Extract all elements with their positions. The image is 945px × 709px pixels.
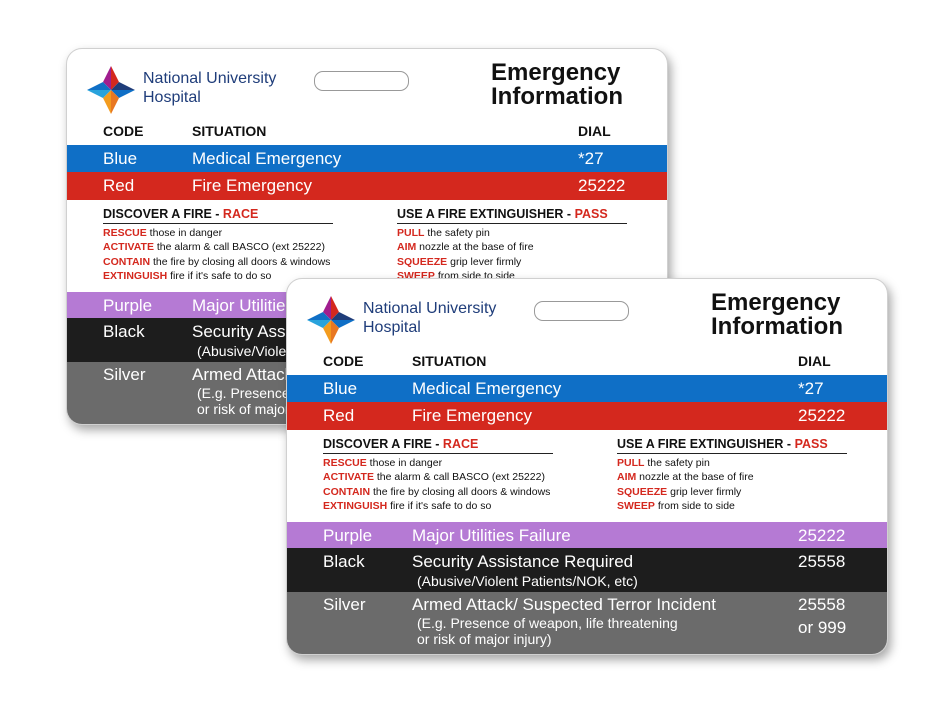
code-name: Blue: [323, 379, 358, 398]
hospital-name: National University Hospital: [363, 299, 496, 337]
code-dial: 25558: [798, 552, 846, 571]
pass-heading: USE A FIRE EXTINGUISHER - PASS: [617, 437, 828, 451]
code-dial: 25222: [578, 176, 626, 195]
code-situation: Fire Emergency: [412, 406, 532, 425]
code-name: Black: [323, 552, 365, 571]
code-dial: 25222: [798, 526, 846, 545]
pass-step: PULL the safety pin: [397, 226, 490, 239]
code-situation: Major Utilities Failure: [412, 526, 571, 545]
code-note: or risk of major injury): [417, 631, 552, 647]
code-note: (Abusive/Violent Patients/NOK, etc): [417, 573, 638, 589]
header-code: CODE: [103, 123, 144, 139]
code-dial: 25558: [798, 595, 846, 614]
code-row-black: Black Security Assistance Required (Abus…: [287, 548, 887, 592]
pass-step: AIM nozzle at the base of fire: [617, 471, 754, 483]
code-dial-alt: or 999: [798, 618, 847, 637]
card-title-line1: Emergency: [491, 59, 621, 86]
race-step: ACTIVATE the alarm & call BASCO (ext 252…: [323, 471, 545, 483]
pass-step: AIM nozzle at the base of fire: [397, 241, 534, 253]
card-title-line2: Information: [491, 83, 623, 110]
code-name: Red: [103, 176, 135, 195]
header-situation: SITUATION: [412, 353, 487, 369]
pass-step: PULL the safety pin: [617, 456, 710, 469]
hospital-name: National University Hospital: [143, 69, 276, 107]
race-step: RESCUE those in danger: [323, 456, 443, 469]
race-heading: DISCOVER A FIRE - RACE: [103, 207, 259, 221]
code-name: Silver: [103, 365, 146, 384]
header-situation: SITUATION: [192, 123, 267, 139]
code-row-blue: Blue Medical Emergency *27: [67, 145, 667, 172]
race-step: EXTINGUISH fire if it's safe to do so: [103, 270, 272, 282]
hospital-name-line1: National University: [143, 70, 277, 87]
card-title-line2: Information: [711, 313, 843, 340]
lanyard-slot: [314, 71, 409, 91]
code-situation: Medical Emergency: [412, 379, 562, 398]
code-note: (E.g. Presence of weapon, life threateni…: [417, 615, 678, 631]
card-title: Emergency Information: [711, 291, 843, 339]
race-step: CONTAIN the fire by closing all doors & …: [323, 485, 551, 498]
code-situation: Security Assistance Required: [412, 552, 634, 571]
code-name: Purple: [103, 296, 153, 315]
code-dial: 25222: [798, 406, 846, 425]
code-situation: Medical Emergency: [192, 149, 342, 168]
pass-underline: [397, 222, 627, 224]
code-situation: Armed Attack/ Suspected Terror Incident: [412, 595, 716, 614]
pass-step: SQUEEZE grip lever firmly: [617, 485, 742, 498]
code-situation: Fire Emergency: [192, 176, 312, 195]
race-section: DISCOVER A FIRE - RACE RESCUE those in d…: [103, 207, 333, 284]
pass-section: USE A FIRE EXTINGUISHER - PASS PULL the …: [397, 207, 627, 284]
pass-step: SQUEEZE grip lever firmly: [397, 255, 522, 268]
code-name: Silver: [323, 595, 366, 614]
race-underline: [323, 452, 553, 454]
card-title: Emergency Information: [491, 61, 623, 109]
race-step: ACTIVATE the alarm & call BASCO (ext 252…: [103, 241, 325, 253]
race-section: DISCOVER A FIRE - RACE RESCUE those in d…: [323, 437, 553, 514]
code-row-red: Red Fire Emergency 25222: [67, 172, 667, 200]
race-step: CONTAIN the fire by closing all doors & …: [103, 255, 331, 268]
pass-step: SWEEP from side to side: [617, 500, 735, 512]
code-name: Red: [323, 406, 355, 425]
header-dial: DIAL: [578, 123, 611, 139]
emergency-card-front: National University Hospital Emergency I…: [286, 278, 888, 655]
race-underline: [103, 222, 333, 224]
code-dial: *27: [798, 379, 824, 398]
race-step: EXTINGUISH fire if it's safe to do so: [323, 500, 492, 512]
hospital-logo-icon: [307, 296, 355, 344]
code-dial: *27: [578, 149, 604, 168]
header-dial: DIAL: [798, 353, 831, 369]
pass-underline: [617, 452, 847, 454]
card-title-line1: Emergency: [711, 289, 841, 316]
hospital-logo-icon: [87, 66, 135, 114]
race-step: RESCUE those in danger: [103, 226, 223, 239]
code-row-blue: Blue Medical Emergency *27: [287, 375, 887, 402]
code-row-red: Red Fire Emergency 25222: [287, 402, 887, 430]
header-code: CODE: [323, 353, 364, 369]
code-row-silver: Silver Armed Attack/ Suspected Terror In…: [287, 592, 887, 654]
code-name: Black: [103, 322, 145, 341]
hospital-name-line1: National University: [363, 300, 497, 317]
code-row-purple: Purple Major Utilities Failure 25222: [287, 522, 887, 548]
hospital-name-line2: Hospital: [143, 89, 201, 106]
pass-section: USE A FIRE EXTINGUISHER - PASS PULL the …: [617, 437, 847, 514]
pass-heading: USE A FIRE EXTINGUISHER - PASS: [397, 207, 608, 221]
hospital-name-line2: Hospital: [363, 319, 421, 336]
race-heading: DISCOVER A FIRE - RACE: [323, 437, 479, 451]
lanyard-slot: [534, 301, 629, 321]
code-name: Blue: [103, 149, 138, 168]
code-name: Purple: [323, 526, 373, 545]
